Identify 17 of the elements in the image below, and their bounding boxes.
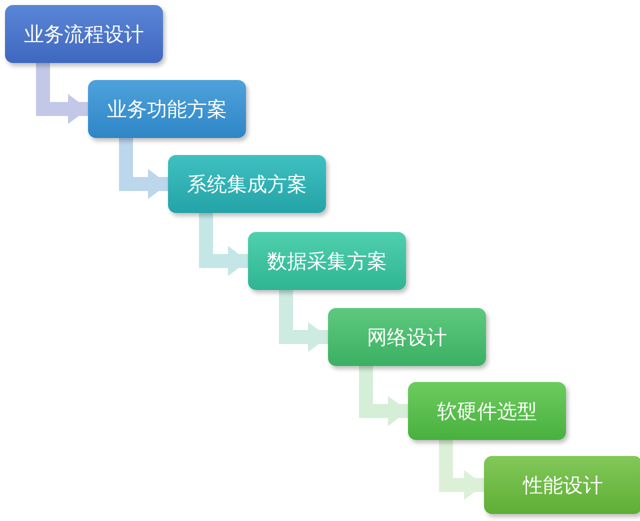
step-label: 软硬件选型 xyxy=(437,398,537,424)
step-label: 业务流程设计 xyxy=(24,20,144,48)
step-label: 系统集成方案 xyxy=(187,170,307,198)
step-label: 数据采集方案 xyxy=(267,248,387,274)
process-box xyxy=(248,232,406,290)
step-label: 业务功能方案 xyxy=(107,96,227,122)
bent-arrow xyxy=(359,366,408,426)
process-box xyxy=(328,308,486,366)
process-box xyxy=(408,382,566,440)
step-label: 网络设计 xyxy=(367,324,447,350)
process-box xyxy=(168,155,326,213)
bent-arrow xyxy=(439,440,484,500)
process-box xyxy=(484,456,640,514)
process-box xyxy=(5,5,163,63)
bent-arrow xyxy=(279,290,328,352)
process-box xyxy=(88,80,246,138)
step-label: 性能设计 xyxy=(523,472,603,498)
